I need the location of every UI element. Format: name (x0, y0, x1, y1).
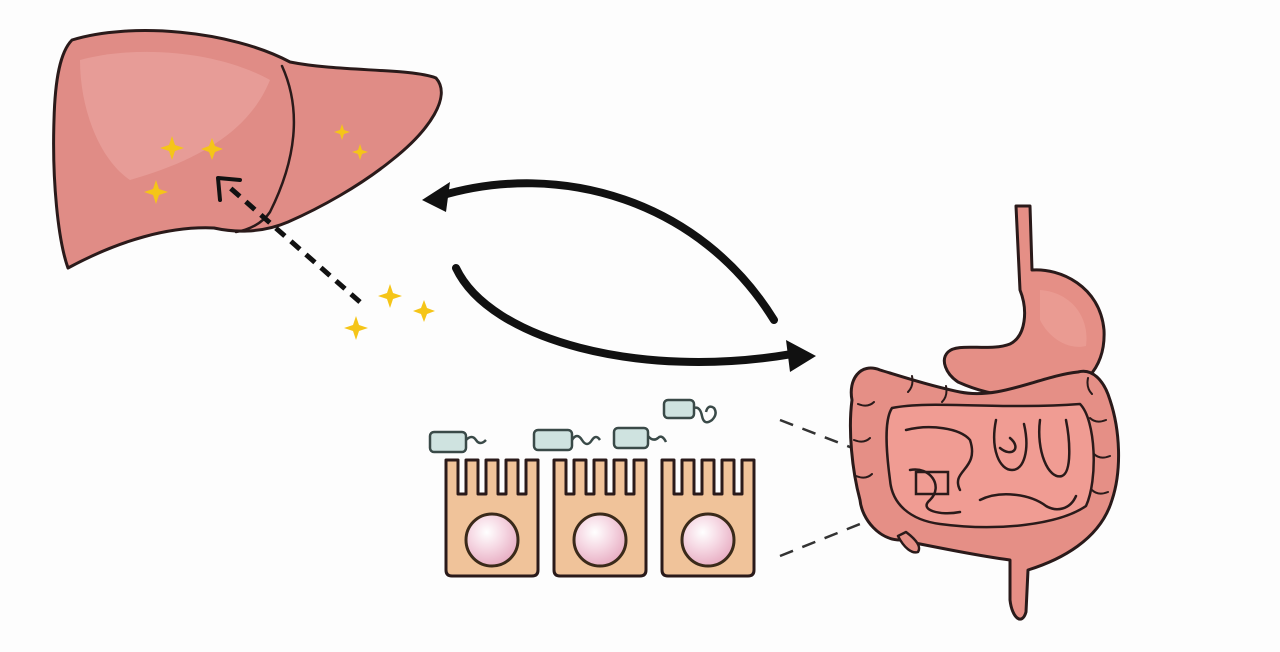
bacterium-icon (428, 430, 487, 454)
free-metabolite-sparkles (344, 284, 435, 340)
liver-icon (52, 29, 443, 270)
epithelial-cell (444, 458, 540, 578)
zoom-region-box (914, 470, 950, 496)
bacterium-icon (612, 426, 668, 450)
nucleus (680, 512, 736, 568)
epithelial-cell (660, 458, 756, 578)
gut-bacteria (428, 398, 717, 454)
digestive-tract (848, 204, 1121, 621)
sparkle-icon (144, 180, 168, 204)
liver-to-gut-arrow (422, 179, 778, 324)
intestine-icon (848, 366, 1121, 621)
sparkle-icon (413, 300, 435, 322)
nucleus (572, 512, 628, 568)
intestinal-epithelial-cells (444, 458, 756, 578)
sparkle-icon (352, 144, 368, 160)
sparkle-icon (334, 124, 350, 140)
sparkle-icon (201, 138, 223, 160)
metabolite-to-liver-arrow (216, 176, 362, 304)
epithelial-cell (552, 458, 648, 578)
nucleus (464, 512, 520, 568)
gut-to-liver-arrow (452, 264, 816, 372)
sparkle-icon (160, 136, 184, 160)
stomach-icon (942, 204, 1106, 399)
bacterium-icon (662, 398, 717, 424)
bacterium-icon (532, 428, 602, 452)
liver-metabolite-sparkles (144, 124, 368, 204)
sparkle-icon (344, 316, 368, 340)
sparkle-icon (378, 284, 402, 308)
